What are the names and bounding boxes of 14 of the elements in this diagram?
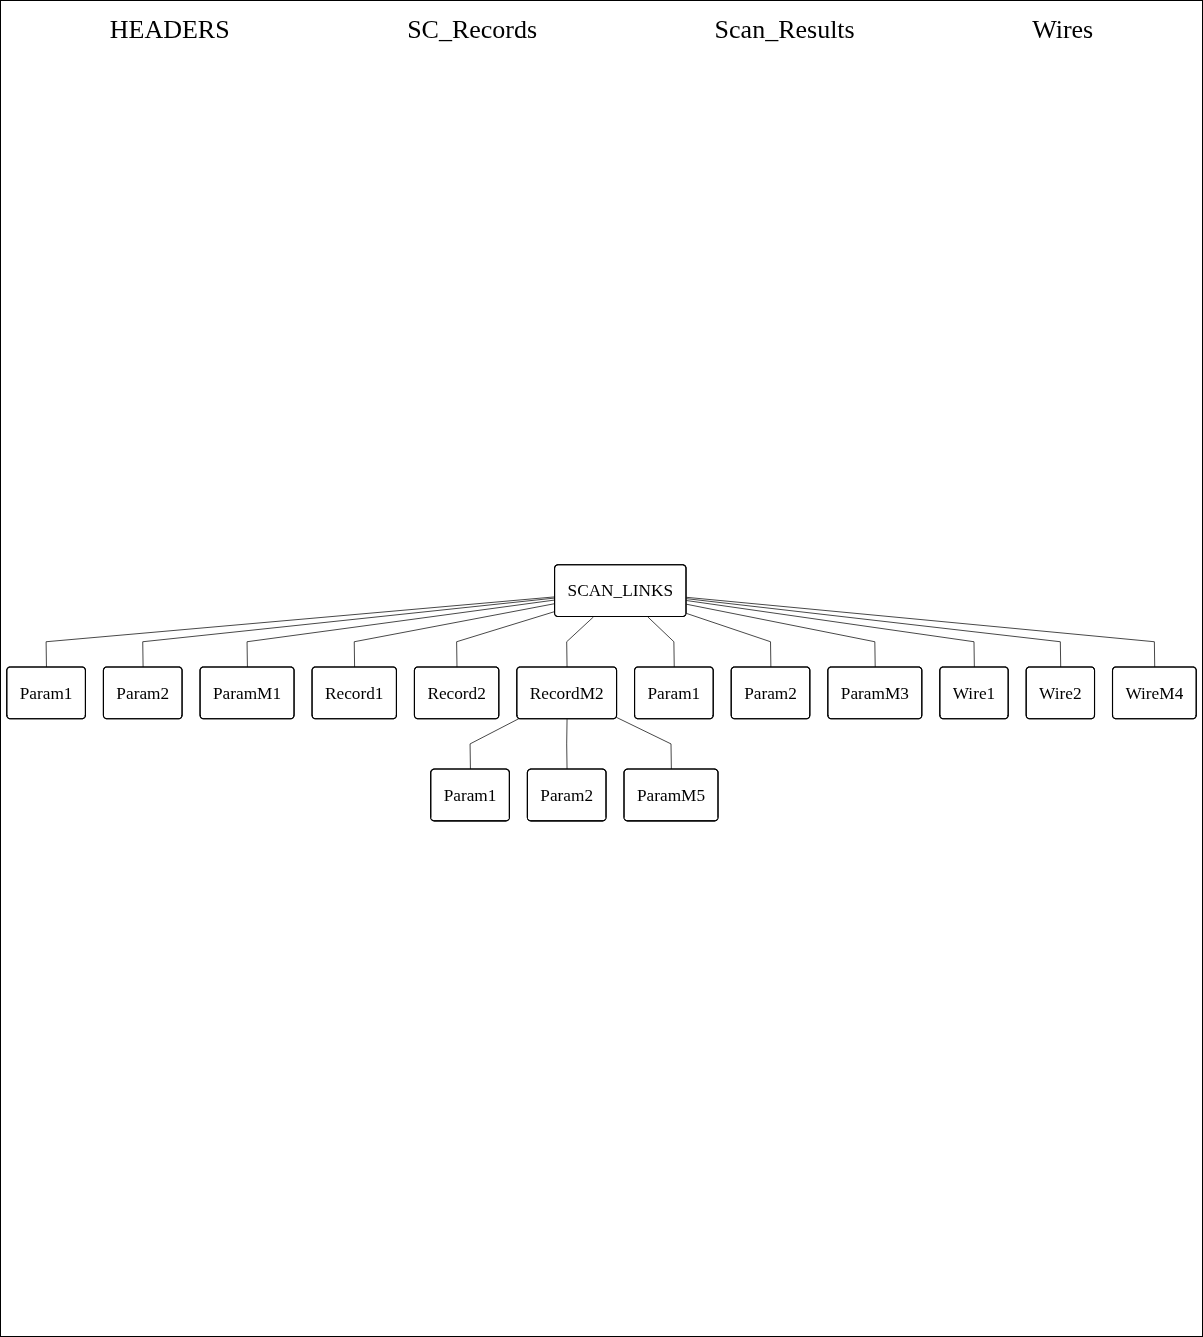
connector — [686, 597, 1062, 668]
connector — [686, 603, 876, 668]
connector — [686, 599, 975, 668]
group-label: Wires — [1032, 15, 1094, 45]
connector — [647, 616, 675, 668]
connector — [616, 716, 672, 770]
group-label: HEADERS — [109, 15, 230, 45]
connector — [686, 612, 772, 668]
connector — [566, 718, 568, 770]
connector — [566, 616, 594, 668]
group-label: SC_Records — [407, 15, 538, 45]
connector — [469, 717, 520, 770]
group-label: Scan_Results — [714, 15, 855, 45]
connector — [686, 596, 1156, 668]
